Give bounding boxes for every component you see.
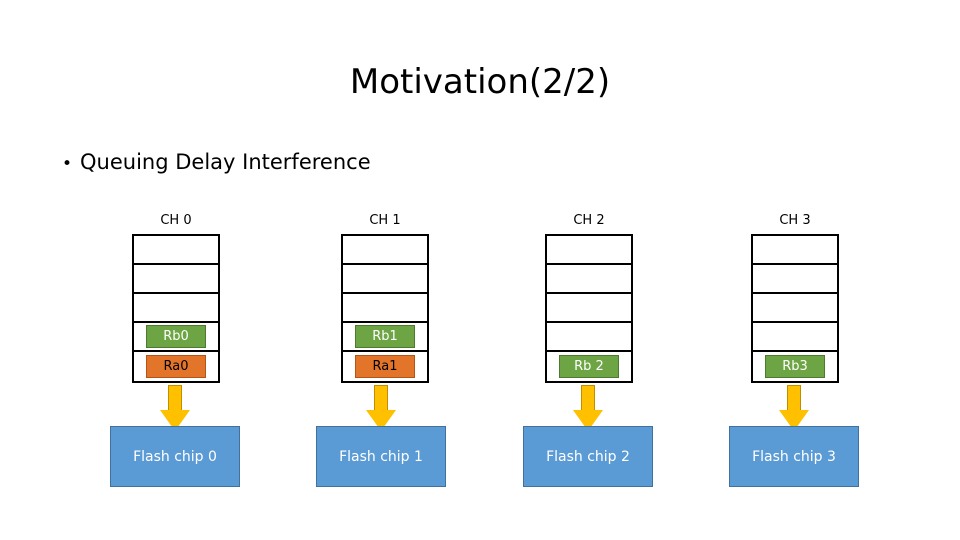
queue-slot-2-1 — [547, 265, 631, 294]
queue-slot-1-2 — [343, 294, 427, 323]
request-block[interactable]: Rb3 — [765, 355, 825, 378]
down-arrow-icon-1 — [366, 385, 396, 431]
queue-slot-3-1 — [753, 265, 837, 294]
queue-slot-2-2 — [547, 294, 631, 323]
request-block[interactable]: Ra0 — [146, 355, 206, 378]
queue-slot-3-4: Rb3 — [753, 352, 837, 381]
arrow-shaft — [374, 385, 388, 411]
queue-slot-0-2 — [134, 294, 218, 323]
request-block[interactable]: Rb1 — [355, 325, 415, 348]
flash-chip-0[interactable]: Flash chip 0 — [110, 426, 240, 487]
arrow-head — [366, 410, 396, 431]
bullet-point-icon: • — [62, 154, 73, 174]
queue-slot-1-1 — [343, 265, 427, 294]
down-arrow-icon-3 — [779, 385, 809, 431]
queue-slot-0-0 — [134, 236, 218, 265]
queue-slot-0-3: Rb0 — [134, 323, 218, 352]
flash-chip-1[interactable]: Flash chip 1 — [316, 426, 446, 487]
channel-label-3: CH 3 — [779, 213, 811, 228]
channel-label-0: CH 0 — [160, 213, 192, 228]
queue-slot-1-3: Rb1 — [343, 323, 427, 352]
queue-slot-2-4: Rb 2 — [547, 352, 631, 381]
queue-slot-0-1 — [134, 265, 218, 294]
queue-slot-0-4: Ra0 — [134, 352, 218, 381]
request-queue-2: Rb 2 — [545, 234, 633, 383]
channel-label-2: CH 2 — [573, 213, 605, 228]
down-arrow-icon-2 — [573, 385, 603, 431]
bullet-line: • Queuing Delay Interference — [62, 147, 371, 179]
queue-slot-3-0 — [753, 236, 837, 265]
request-block[interactable]: Rb0 — [146, 325, 206, 348]
queue-slot-2-0 — [547, 236, 631, 265]
flash-chip-label-1: Flash chip 1 — [339, 448, 423, 465]
queue-slot-3-2 — [753, 294, 837, 323]
channel-column-2: CH 2 Rb 2 — [545, 212, 633, 383]
arrow-shaft — [581, 385, 595, 411]
request-block[interactable]: Ra1 — [355, 355, 415, 378]
channel-label-1: CH 1 — [369, 213, 401, 228]
queue-slot-3-3 — [753, 323, 837, 352]
slide-title: Motivation(2/2) — [349, 62, 611, 102]
arrow-head — [160, 410, 190, 431]
queue-slot-1-4: Ra1 — [343, 352, 427, 381]
channel-column-3: CH 3 Rb3 — [751, 212, 839, 383]
flash-chip-label-2: Flash chip 2 — [546, 448, 630, 465]
flash-chip-label-0: Flash chip 0 — [133, 448, 217, 465]
bullet-text: Queuing Delay Interference — [80, 150, 371, 174]
request-block[interactable]: Rb 2 — [559, 355, 619, 378]
flash-chip-label-3: Flash chip 3 — [752, 448, 836, 465]
arrow-shaft — [787, 385, 801, 411]
down-arrow-icon-0 — [160, 385, 190, 431]
queue-slot-1-0 — [343, 236, 427, 265]
arrow-head — [779, 410, 809, 431]
request-queue-3: Rb3 — [751, 234, 839, 383]
queue-slot-2-3 — [547, 323, 631, 352]
arrow-head — [573, 410, 603, 431]
flash-chip-2[interactable]: Flash chip 2 — [523, 426, 653, 487]
flash-chip-3[interactable]: Flash chip 3 — [729, 426, 859, 487]
arrow-shaft — [168, 385, 182, 411]
